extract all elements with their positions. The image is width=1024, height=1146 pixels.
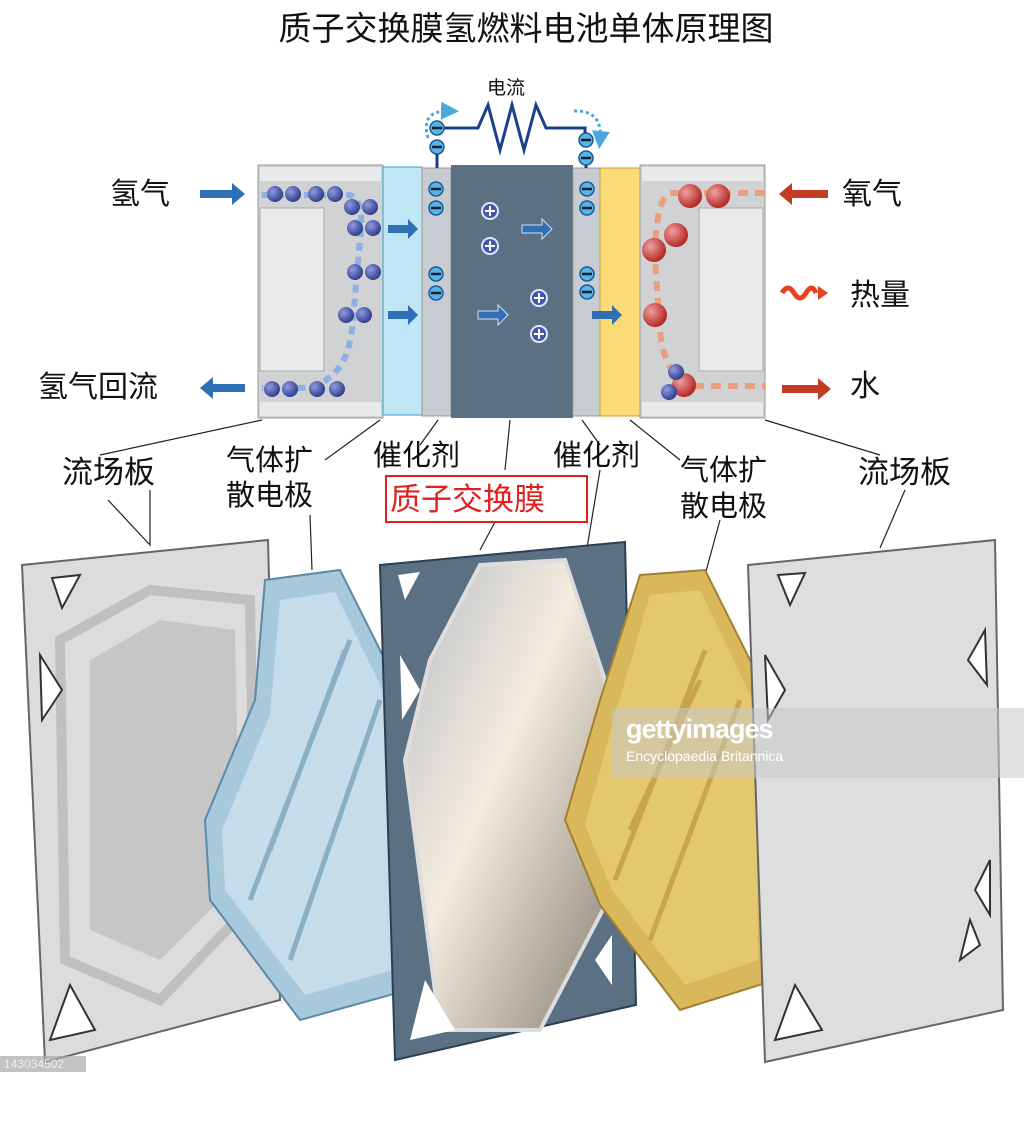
oxygen-in-label: 氧气 (842, 177, 902, 212)
exploded-left-flow-plate (20, 538, 282, 1064)
label-gde-left-1: 气体扩 (226, 443, 313, 477)
water-label: 水 (850, 369, 880, 404)
left-gas-diffusion-electrode (382, 166, 423, 416)
label-flow-plate-right: 流场板 (858, 455, 951, 491)
label-gde-right-1: 气体扩 (680, 453, 767, 487)
hydrogen-molecules (264, 186, 381, 397)
exploded-view (20, 538, 1005, 1064)
image-id: 143034502 (0, 1056, 86, 1072)
label-flow-plate-left: 流场板 (62, 455, 155, 491)
exploded-right-flow-plate (746, 538, 1005, 1064)
cell-cross-section: 电流 氢气 氢气回流 氧气 热量 水 (38, 77, 910, 419)
hydrogen-return-label: 氢气回流 (38, 370, 158, 405)
exploded-membrane (378, 540, 638, 1062)
right-gas-diffusion-electrode (599, 167, 641, 417)
watermark-credit: Encyclopaedia Britannica (626, 748, 784, 764)
watermark-logo: gettyimages (626, 714, 774, 744)
exploded-left-gde (203, 568, 410, 1022)
water-arrow (782, 378, 831, 400)
hydrogen-in-label: 氢气 (110, 177, 170, 212)
oxygen-molecules (642, 184, 730, 397)
heat-icon (779, 285, 819, 301)
membrane-label-box (385, 475, 588, 523)
diagram-title: 质子交换膜氢燃料电池单体原理图 (279, 9, 774, 48)
watermark: gettyimages Encyclopaedia Britannica (612, 708, 1024, 778)
external-circuit-resistor (435, 99, 588, 168)
flow-arrows (200, 183, 622, 399)
label-gde-right-2: 散电极 (680, 489, 767, 523)
membrane (451, 165, 573, 418)
label-catalyst-right: 催化剂 (553, 438, 640, 472)
label-catalyst-left: 催化剂 (373, 438, 460, 472)
current-label: 电流 (487, 77, 525, 99)
label-membrane: 质子交换膜 (390, 482, 545, 518)
heat-label: 热量 (850, 278, 910, 313)
water-hydrogen (661, 364, 684, 400)
leader-lines (99, 419, 906, 621)
label-gde-left-2: 散电极 (226, 478, 313, 512)
oxygen-arrow (779, 183, 828, 205)
